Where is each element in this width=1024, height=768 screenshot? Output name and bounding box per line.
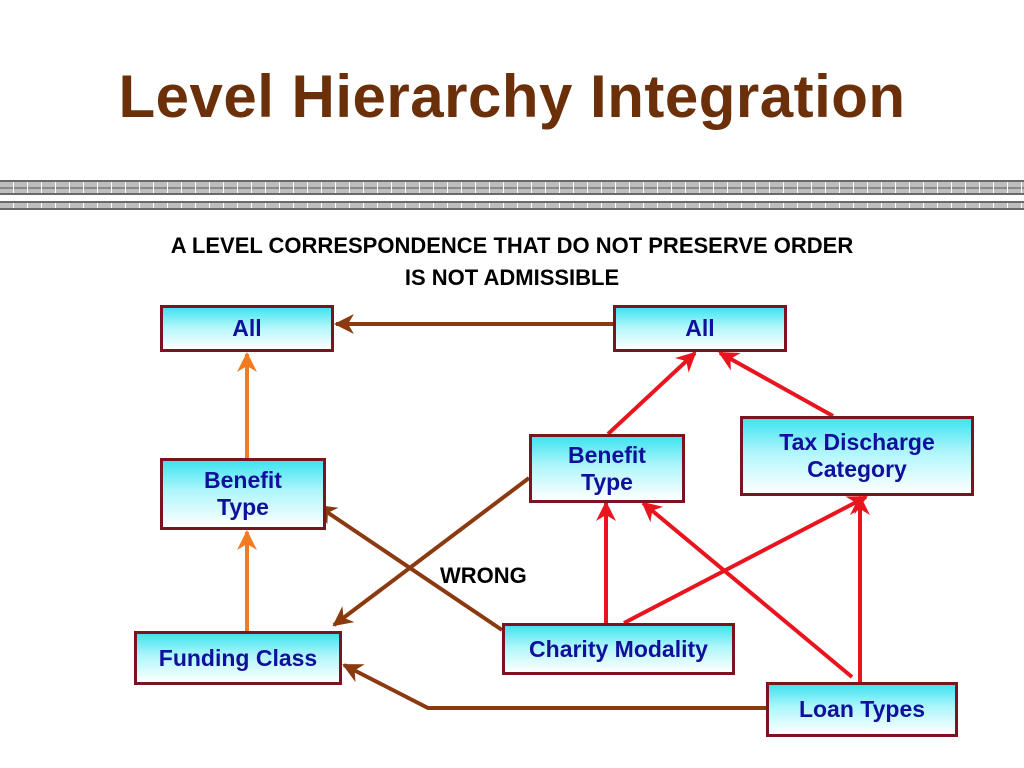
node-left-benefit-type-label: Benefit Type: [204, 467, 282, 520]
node-tax-discharge-category: Tax Discharge Category: [740, 416, 974, 496]
decorative-rule-bottom: [0, 201, 1024, 210]
edge-charity-modality-to-left-benefit: [316, 504, 504, 632]
node-right-benefit-type: Benefit Type: [529, 434, 685, 503]
node-charity-modality: Charity Modality: [502, 623, 735, 675]
edge-loan-types-to-funding-class: [342, 663, 768, 710]
slide-title: Level Hierarchy Integration: [118, 63, 906, 130]
node-funding-class: Funding Class: [134, 631, 342, 685]
node-right-all-label: All: [685, 315, 715, 341]
node-left-benefit-type: Benefit Type: [160, 458, 326, 530]
edge-tax-discharge-to-right-all: [718, 351, 834, 418]
decorative-rule-top: [0, 180, 1024, 195]
node-funding-class-label: Funding Class: [158, 644, 318, 671]
subtitle-text: A LEVEL CORRESPONDENCE THAT DO NOT PRESE…: [170, 233, 854, 290]
node-right-benefit-type-label: Benefit Type: [568, 441, 646, 495]
edge-right-benefit-to-right-all: [606, 351, 697, 436]
node-loan-types-label: Loan Types: [798, 696, 926, 722]
node-loan-types: Loan Types: [766, 682, 958, 737]
edge-charity-modality-to-tax-discharge: [623, 495, 868, 625]
wrong-label: WRONG: [440, 563, 527, 588]
edge-loan-types-to-right-benefit: [641, 501, 854, 679]
node-tax-discharge-category-label: Tax Discharge Category: [779, 429, 935, 482]
node-left-all-label: All: [232, 315, 262, 341]
node-right-all: All: [613, 305, 787, 352]
node-left-all: All: [160, 305, 334, 352]
edge-right-benefit-to-funding-class: [332, 476, 531, 627]
subtitle: A LEVEL CORRESPONDENCE THAT DO NOT PRESE…: [40, 230, 984, 294]
node-charity-modality-label: Charity Modality: [529, 635, 708, 662]
